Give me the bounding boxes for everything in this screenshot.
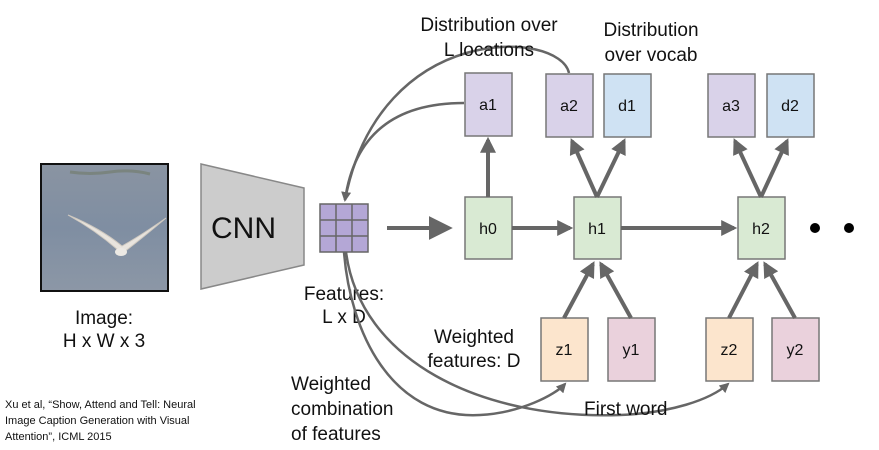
weighted-combination-label-line2: combination [291, 399, 393, 420]
image-label-line1: Image: [75, 308, 133, 329]
node-y2: y2 [771, 317, 820, 382]
svg-text:a3: a3 [722, 98, 740, 115]
feature-grid [319, 203, 369, 253]
dist-vocab-label-line1: Distribution [603, 20, 698, 41]
weighted-features-label-line1: Weighted [434, 327, 514, 348]
node-h2: h2 [737, 196, 786, 260]
svg-text:z1: z1 [556, 342, 573, 359]
curve-features-to-z2 [344, 251, 730, 417]
dist-locations-label-line2: L locations [444, 40, 534, 61]
first-word-label: First word [584, 399, 667, 420]
node-a2: a2 [545, 73, 594, 138]
cnn-block [200, 163, 305, 290]
arrow-y2-to-h2 [763, 261, 797, 319]
citation-line1: Xu et al, “Show, Attend and Tell: Neural [5, 399, 196, 411]
arrow-h2-to-d2 [759, 138, 789, 198]
dist-locations-label-line1: Distribution over [420, 15, 558, 36]
weighted-combination-label-line3: of features [291, 424, 381, 445]
citation-line2: Image Caption Generation with Visual [5, 415, 189, 427]
weighted-features-label-line2: features: D [428, 351, 521, 372]
node-d1: d1 [603, 73, 652, 138]
curve-features-to-z1 [342, 251, 567, 417]
svg-text:h1: h1 [588, 221, 606, 238]
svg-text:d1: d1 [618, 98, 636, 115]
svg-text:h2: h2 [752, 221, 770, 238]
cnn-label: CNN [211, 212, 276, 245]
curve-a2-to-features [343, 45, 571, 201]
ellipsis-dot [810, 223, 820, 233]
arrow-z1-to-h1 [562, 261, 595, 319]
arrow-h1-to-d1 [595, 138, 626, 198]
ellipsis-dot [844, 223, 854, 233]
node-h0: h0 [464, 196, 513, 260]
arrow-z2-to-h2 [727, 261, 759, 319]
svg-text:a1: a1 [479, 97, 497, 114]
dist-vocab-label-line2: over vocab [605, 45, 698, 66]
node-d2: d2 [766, 73, 815, 138]
arrow-h2-to-a3 [733, 138, 763, 198]
arrow-h1-to-a2 [569, 138, 599, 198]
node-y1: y1 [607, 317, 656, 382]
weighted-combination-label-line1: Weighted [291, 374, 371, 395]
node-h1: h1 [573, 196, 622, 260]
node-z1: z1 [540, 317, 589, 382]
input-image [40, 163, 169, 292]
node-a1: a1 [464, 72, 513, 137]
citation-line3: Attention”, ICML 2015 [5, 431, 112, 443]
svg-text:y1: y1 [623, 342, 640, 359]
node-a3: a3 [707, 73, 756, 138]
image-label-line2: H x W x 3 [63, 331, 145, 352]
bird-icon [67, 214, 167, 253]
features-label-line1: Features: [304, 284, 384, 305]
svg-text:d2: d2 [781, 98, 799, 115]
svg-text:y2: y2 [787, 342, 804, 359]
svg-text:z2: z2 [721, 342, 738, 359]
svg-text:h0: h0 [479, 221, 497, 238]
svg-text:a2: a2 [560, 98, 578, 115]
node-z2: z2 [705, 317, 754, 382]
curve-a1-to-features [341, 101, 465, 202]
arrow-y1-to-h1 [599, 261, 633, 319]
